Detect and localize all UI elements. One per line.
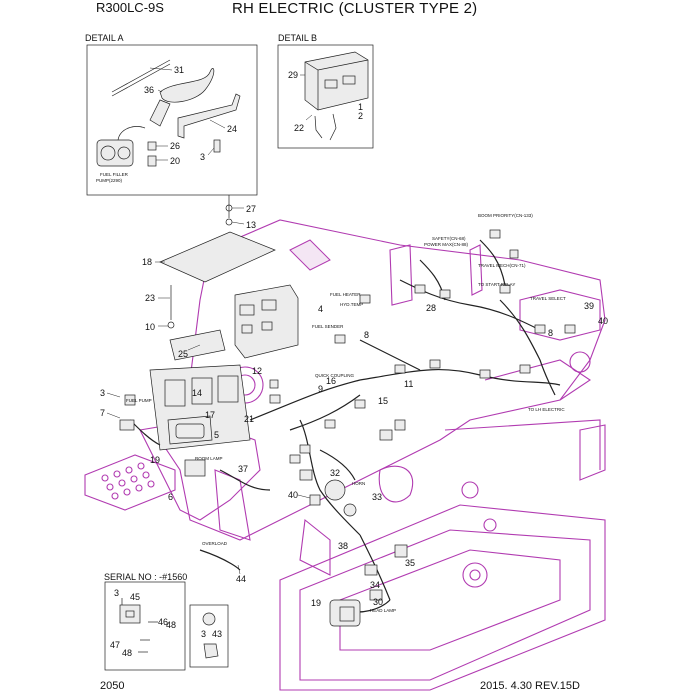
callout-3-detail-a: 3 xyxy=(200,152,205,162)
serial-inset-frame-2 xyxy=(189,604,229,668)
callout-32: 32 xyxy=(330,468,340,478)
callout-25: 25 xyxy=(178,349,188,359)
callout-19-bottom: 19 xyxy=(311,598,321,608)
serial-inset-frame xyxy=(104,581,186,671)
connectors xyxy=(119,229,576,627)
callout-15: 15 xyxy=(378,396,388,406)
start-relay-label: TO START RELAY xyxy=(478,282,515,287)
step-plate xyxy=(84,454,176,511)
serial-label: SERIAL NO : -#1560 xyxy=(104,572,187,582)
callout-10: 10 xyxy=(145,322,155,332)
detail-a: DETAIL A FUEL FILLER PUMP(2290) 31 36 24… xyxy=(85,33,258,196)
fuel-heater-label: FUEL HEATER xyxy=(330,292,361,297)
callout-34: 34 xyxy=(370,580,380,590)
callout-18: 18 xyxy=(142,257,152,267)
callout-13: 13 xyxy=(246,220,256,230)
serial-inset: SERIAL NO : -#1560 3 45 46 48 47 48 3 43 xyxy=(104,572,229,671)
to-lh-electric-label: TO LH ELECTRIC xyxy=(528,407,565,412)
callouts: 27 13 18 23 10 25 12 14 3 7 17 5 19 6 37… xyxy=(100,204,608,608)
callout-48-a: 48 xyxy=(166,620,176,630)
detail-b-title: DETAIL B xyxy=(278,33,317,43)
callout-23: 23 xyxy=(145,293,155,303)
callout-12: 12 xyxy=(252,366,262,376)
callout-40-left: 40 xyxy=(288,490,298,500)
hyd-temp-label: HYD.TEMP xyxy=(340,302,363,307)
room-lamp-label: ROOM LAMP xyxy=(195,456,223,461)
callout-11: 11 xyxy=(404,379,413,389)
callout-45: 45 xyxy=(130,592,140,602)
callout-8-a: 8 xyxy=(364,330,369,340)
callout-2: 2 xyxy=(358,111,363,121)
callout-5: 5 xyxy=(214,430,219,440)
safety-label: SAFETY(CN-68) xyxy=(432,236,466,241)
revision-date: 2015. 4.30 REV.15D xyxy=(480,680,580,692)
callout-8-b: 8 xyxy=(548,328,553,338)
lower-frame xyxy=(279,424,606,691)
detail-a-title: DETAIL A xyxy=(85,33,124,43)
callout-31: 31 xyxy=(174,65,184,75)
detail-b: DETAIL B 29 1 2 22 xyxy=(277,33,374,149)
callout-39: 39 xyxy=(584,301,594,311)
callout-4: 4 xyxy=(318,304,323,314)
callout-35: 35 xyxy=(405,558,415,568)
wire-harness xyxy=(129,239,561,613)
callout-28: 28 xyxy=(426,303,436,313)
fuel-pump-label: FUEL PUMP xyxy=(126,398,152,403)
fuel-sender-label: FUEL SENDER xyxy=(312,324,344,329)
callout-21: 21 xyxy=(244,414,254,424)
page-title: RH ELECTRIC (CLUSTER TYPE 2) xyxy=(232,0,478,17)
callout-33: 33 xyxy=(372,492,382,502)
callout-29: 29 xyxy=(288,70,298,80)
callout-36: 36 xyxy=(144,85,154,95)
fuel-filler-label-1: FUEL FILLER xyxy=(100,172,129,177)
quick-coupling-label: QUICK COUPLING xyxy=(315,373,355,378)
callout-27: 27 xyxy=(246,204,256,214)
battery-box xyxy=(149,364,251,451)
callout-46: 46 xyxy=(158,617,168,627)
callout-26: 26 xyxy=(170,141,180,151)
horn-label: HORN xyxy=(352,481,365,486)
callout-43: 43 xyxy=(212,629,222,639)
callout-9: 9 xyxy=(318,384,323,394)
callout-48-b: 48 xyxy=(122,648,132,658)
callout-3-serial: 3 xyxy=(114,588,119,598)
boom-priority-label: BOOM PRIORITY(CN-133) xyxy=(478,213,533,218)
cluster-bracket xyxy=(167,284,299,361)
overload-label: OVERLOAD xyxy=(202,541,228,546)
callout-20: 20 xyxy=(170,156,180,166)
callout-37: 37 xyxy=(238,464,248,474)
callout-24: 24 xyxy=(227,124,237,134)
cover-plate xyxy=(159,195,276,283)
callout-40-right: 40 xyxy=(598,316,608,326)
callout-44: 44 xyxy=(236,574,246,584)
travel-select-label: TRAVEL SELECT xyxy=(530,296,566,301)
detail-b-frame xyxy=(277,44,374,149)
callout-6-left: 6 xyxy=(168,492,173,502)
detail-a-frame xyxy=(86,44,258,196)
head-lamp-label: HEAD LAMP xyxy=(370,608,396,613)
callout-3-main: 3 xyxy=(100,388,105,398)
callout-7: 7 xyxy=(100,408,105,418)
callout-17: 17 xyxy=(205,410,215,420)
callout-22: 22 xyxy=(294,123,304,133)
travel-mech-label: TRAVEL MECH(CN-71) xyxy=(478,263,526,268)
callout-3-inset2: 3 xyxy=(201,629,206,639)
callout-30: 30 xyxy=(373,597,383,607)
model-number: R300LC-9S xyxy=(96,0,164,15)
page-number: 2050 xyxy=(100,680,125,692)
power-max-label: POWER MAX(CN-88) xyxy=(424,242,469,247)
callout-14: 14 xyxy=(192,388,202,398)
callout-16: 16 xyxy=(326,376,336,386)
callout-47: 47 xyxy=(110,640,120,650)
callout-1: 1 xyxy=(358,102,363,112)
callout-38: 38 xyxy=(338,541,348,551)
callout-19-left: 19 xyxy=(150,455,160,465)
fuel-filler-label-2: PUMP(2290) xyxy=(96,178,123,183)
